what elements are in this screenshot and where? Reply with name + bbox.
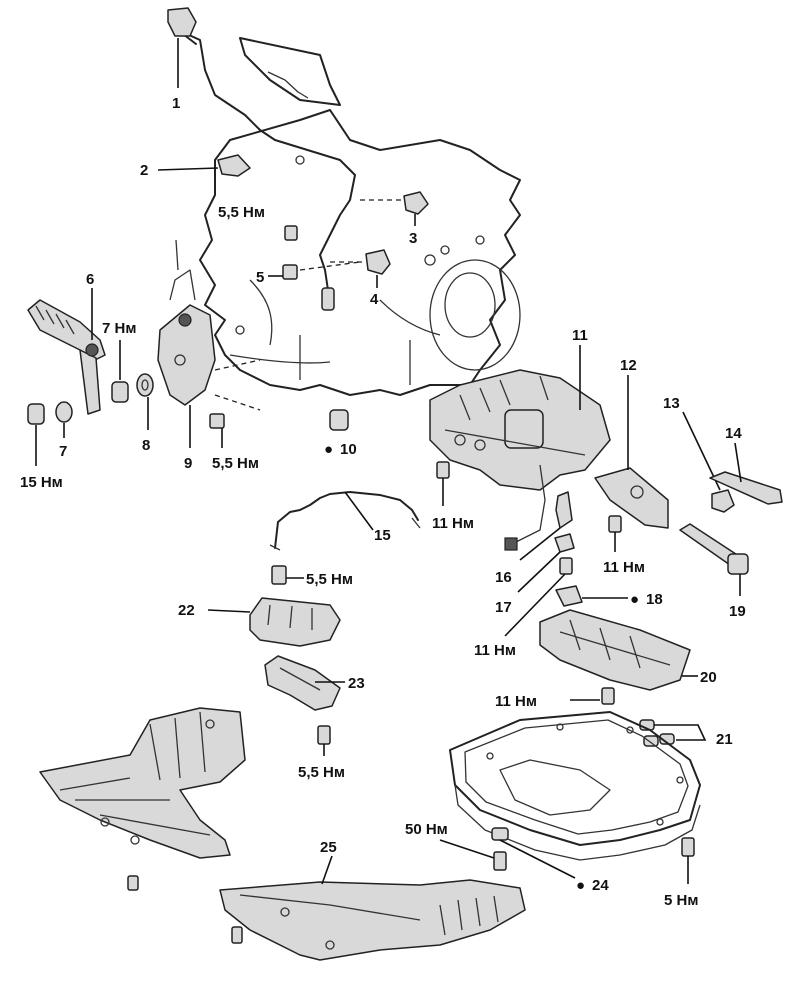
callout-12: 12 <box>620 357 637 374</box>
clamp-part-4 <box>330 249 391 288</box>
callout-25: 25 <box>320 839 337 856</box>
cable-clip-part-1 <box>167 7 197 88</box>
callout-2: 2 <box>140 162 148 179</box>
callout-7b: 7 <box>59 443 67 460</box>
torque-5-5-d: 5,5 Нм <box>298 764 345 781</box>
bolt-11-b <box>608 515 622 552</box>
bracket-part-22 <box>207 597 341 647</box>
left-under-cover <box>39 707 246 891</box>
bolt-5-5-b <box>209 413 225 448</box>
callout-20: 20 <box>700 669 717 686</box>
clamp-part-2 <box>157 154 251 177</box>
callout-4: 4 <box>370 291 379 308</box>
transmission-housing <box>199 109 521 396</box>
washer-part-7 <box>55 401 73 438</box>
callout-21: 21 <box>716 731 733 748</box>
nut-7-nm <box>111 381 129 403</box>
bolt-11-a <box>436 461 450 506</box>
callout-10-marker: ● <box>324 441 333 458</box>
torque-11-c: 11 Нм <box>474 642 516 659</box>
callout-18-marker: ● <box>630 591 639 608</box>
callout-19: 19 <box>729 603 746 620</box>
shift-lever-part-6 <box>27 288 106 415</box>
callout-11: 11 <box>572 327 588 344</box>
bracket-part-23 <box>264 655 345 711</box>
drain-plug-part-24 <box>439 827 576 879</box>
callout-23: 23 <box>348 675 365 692</box>
torque-5-5-a: 5,5 Нм <box>218 204 265 221</box>
callout-10: 10 <box>340 441 357 458</box>
washer-part-8 <box>136 373 154 430</box>
bolt-11-d <box>570 687 615 705</box>
torque-11-d: 11 Нм <box>495 693 537 710</box>
bolt-5-5-d <box>317 725 331 756</box>
o-ring-part-10 <box>329 409 349 431</box>
callout-22: 22 <box>178 602 195 619</box>
clip-part-17 <box>517 533 575 593</box>
callout-16: 16 <box>495 569 512 586</box>
torque-15: 15 Нм <box>20 474 63 491</box>
bolt-5-5-c <box>271 565 304 585</box>
torque-5-5-c: 5,5 Нм <box>306 571 353 588</box>
callout-1: 1 <box>172 95 180 112</box>
lever-part-14 <box>709 442 783 505</box>
kickdown-cable <box>177 29 356 311</box>
torque-11-a: 11 Нм <box>432 515 474 532</box>
bracket-part-12 <box>594 375 669 529</box>
torque-50: 50 Нм <box>405 821 448 838</box>
torque-11-b: 11 Нм <box>603 559 645 576</box>
clip-part-16 <box>519 491 573 561</box>
callout-17: 17 <box>495 599 512 616</box>
callout-14: 14 <box>725 425 742 442</box>
oil-pan <box>449 711 701 861</box>
callout-3: 3 <box>409 230 417 247</box>
bolt-part-5 <box>268 225 361 280</box>
valve-body-part-11 <box>429 345 611 551</box>
torque-7: 7 Нм <box>102 320 136 337</box>
callout-9: 9 <box>184 455 192 472</box>
bolt-5 <box>681 837 695 884</box>
oil-strainer-part-20 <box>539 609 698 691</box>
tube-part-15 <box>269 491 421 551</box>
under-cover-part-25 <box>219 855 526 961</box>
callout-5: 5 <box>256 269 264 286</box>
callout-13: 13 <box>663 395 680 412</box>
nut-15-nm <box>27 403 45 466</box>
solenoid-part-19 <box>679 523 749 596</box>
callout-6: 6 <box>86 271 94 288</box>
clamp-part-3 <box>360 191 429 226</box>
callout-24: 24 <box>592 877 609 894</box>
callout-18: 18 <box>646 591 663 608</box>
callout-15: 15 <box>374 527 391 544</box>
torque-5-5-b: 5,5 Нм <box>212 455 259 472</box>
callout-8: 8 <box>142 437 150 454</box>
callout-24-marker: ● <box>576 877 585 894</box>
bolt-11-c <box>504 557 573 637</box>
torque-5: 5 Нм <box>664 892 698 909</box>
neutral-switch-part-9 <box>157 239 261 448</box>
gasket-part-18 <box>555 585 628 607</box>
